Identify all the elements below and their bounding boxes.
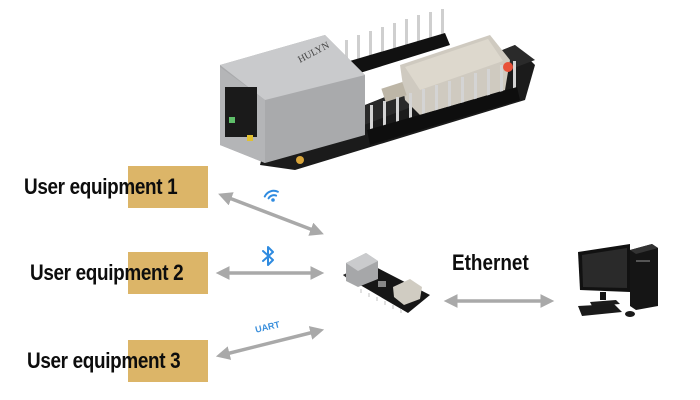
rj45-jack: HULYN: [220, 35, 365, 163]
mouse: [625, 311, 635, 317]
label-highlight: [128, 166, 208, 208]
module-product-photo: HULYN: [220, 9, 535, 170]
user-equipment-3-text: User equipment 3: [27, 348, 181, 373]
user-equipment-2-label: User equipment 2: [0, 252, 215, 294]
label-highlight: [128, 252, 208, 294]
user-equipment-3-label: User equipment 3: [0, 340, 215, 382]
uart-link-arrow: [215, 326, 325, 360]
user-equipment-1-text: User equipment 1: [24, 174, 178, 199]
serial-ethernet-module: [343, 253, 430, 313]
tower: [630, 244, 658, 310]
pin-header-back: [345, 9, 444, 68]
bluetooth-icon: [262, 246, 274, 266]
wifi-icon: [263, 189, 279, 202]
wifi-link-arrow: [218, 192, 324, 236]
user-equipment-2-text: User equipment 2: [30, 260, 184, 285]
ethernet-label: Ethernet: [452, 250, 529, 275]
keyboard: [578, 304, 622, 316]
label-highlight: [128, 340, 208, 382]
pin-header-front: [370, 61, 516, 135]
user-equipment-1-label: User equipment 1: [0, 166, 215, 208]
desktop-computer-icon: [578, 244, 658, 317]
